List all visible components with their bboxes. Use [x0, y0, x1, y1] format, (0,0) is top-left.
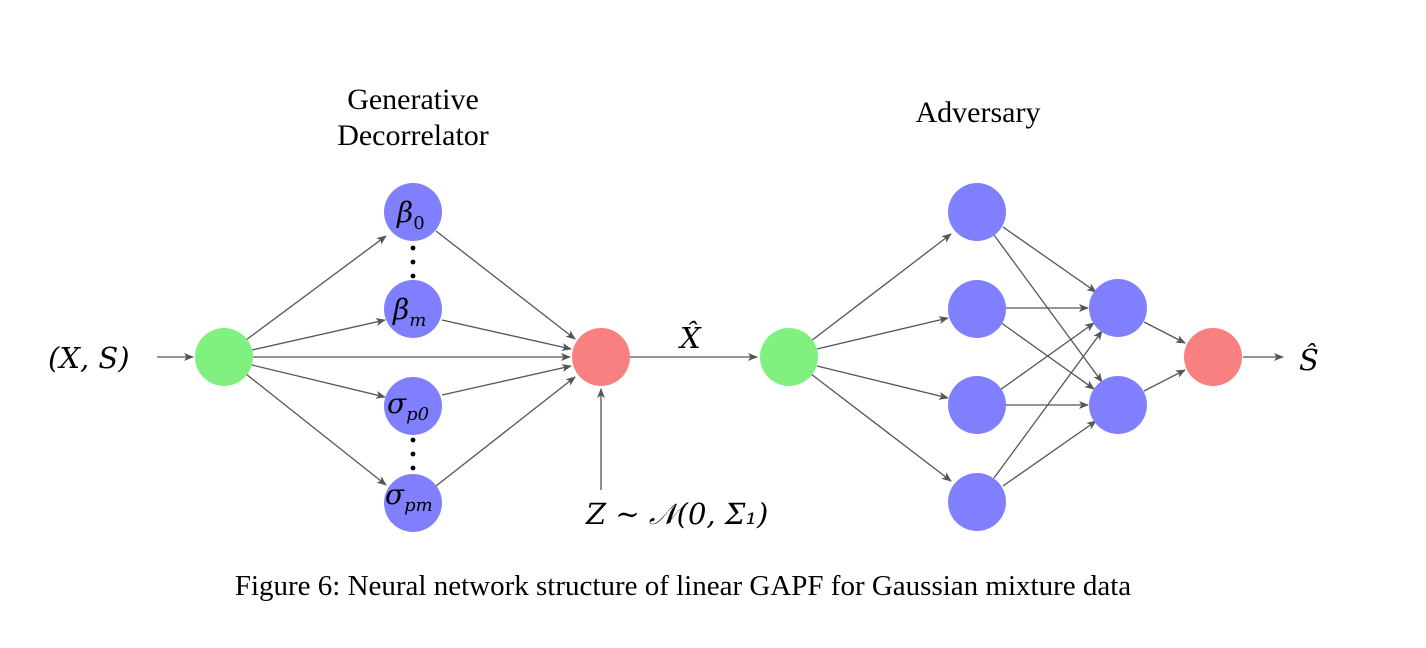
adversary-hidden1-node-4 — [948, 473, 1006, 531]
edge-k1-to-out — [1143, 321, 1186, 344]
output-label: Ŝ — [1299, 342, 1319, 377]
adversary-hidden1-node-3 — [948, 376, 1006, 434]
edge-g0-to-betam — [251, 318, 386, 351]
adversary-hidden1-node-2 — [948, 280, 1006, 338]
generator-node-labels: β0 βm σp0 σpm — [385, 196, 433, 516]
noise-label: Z ∼ 𝒩(0, Σ₁) — [585, 497, 768, 531]
figure-caption: Figure 6: Neural network structure of li… — [234, 570, 1132, 602]
output-node-generator — [572, 328, 630, 386]
x-hat-label: X̂ — [678, 321, 702, 355]
edge-h2-to-k2 — [999, 321, 1095, 390]
node-beta0 — [384, 183, 442, 241]
adversary-hidden2-node-2 — [1089, 376, 1147, 434]
output-node-adversary — [1184, 328, 1242, 386]
edge-beta0-to-g1 — [435, 230, 576, 340]
adversary-hidden2-node-1 — [1089, 279, 1147, 337]
edge-g0-to-sigmap0 — [251, 364, 386, 399]
node-betam — [384, 280, 442, 338]
edge-h3-to-k1 — [999, 322, 1095, 391]
edge-a0-to-h2 — [816, 316, 949, 350]
edge-a0-to-h4 — [810, 373, 952, 482]
edge-g0-to-sigmapm — [245, 373, 387, 486]
edge-h4-to-k2 — [1002, 420, 1097, 487]
edge-betam-to-g1 — [441, 319, 572, 351]
node-sigmap0 — [384, 377, 442, 435]
input-node-adversary — [760, 328, 818, 386]
adversary-title: Adversary — [915, 96, 1041, 129]
edge-a0-to-h1 — [810, 233, 952, 342]
node-sigmapm — [384, 474, 442, 532]
edge-h1-to-k1 — [1002, 226, 1097, 293]
input-label: (X, S) — [48, 341, 130, 375]
adversary-hidden1-node-1 — [948, 183, 1006, 241]
network-diagram: β0 βm σp0 σpm (X, S) X̂ Z ∼ 𝒩(0, Σ₁) Ŝ — [48, 183, 1319, 532]
label-beta0: β0 — [396, 196, 425, 234]
generator-title: Generative Decorrelator — [337, 83, 489, 152]
edge-sigmapm-to-g1 — [435, 376, 576, 487]
edge-sigmap0-to-g1 — [441, 364, 572, 396]
edge-h4-to-k1 — [993, 330, 1103, 479]
edge-k2-to-out — [1143, 369, 1186, 392]
edge-a0-to-h3 — [816, 365, 949, 400]
ellipsis-dots — [410, 245, 416, 471]
edge-g0-to-beta0 — [245, 235, 387, 341]
label-sigmapm: σpm — [385, 478, 433, 516]
input-node-generator — [195, 328, 253, 386]
edges-group — [157, 226, 1284, 490]
label-sigmap0: σp0 — [387, 387, 429, 425]
label-betam: βm — [392, 293, 426, 331]
